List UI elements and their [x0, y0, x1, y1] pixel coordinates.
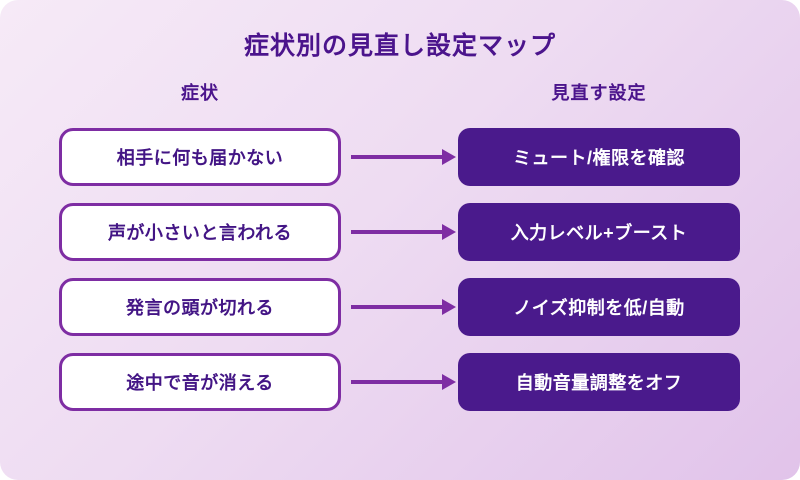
arrow-head: [442, 374, 456, 390]
arrow-line: [351, 155, 444, 159]
arrow-line: [351, 305, 444, 309]
symptom-box: 発言の頭が切れる: [59, 278, 341, 336]
right-arrow-icon: [341, 353, 458, 411]
column-header-setting: 見直す設定: [551, 83, 647, 103]
setting-box: 入力レベル+ブースト: [458, 203, 740, 261]
mapping-row: 発言の頭が切れる ノイズ抑制を低/自動: [59, 278, 740, 336]
mapping-row: 途中で音が消える 自動音量調整をオフ: [59, 353, 740, 411]
arrow-head: [442, 149, 456, 165]
mapping-row: 相手に何も届かない ミュート/権限を確認: [59, 128, 740, 186]
setting-box: ノイズ抑制を低/自動: [458, 278, 740, 336]
diagram-title: 症状別の見直し設定マップ: [243, 32, 556, 60]
arrow-head: [442, 224, 456, 240]
symptom-box: 声が小さいと言われる: [59, 203, 341, 261]
setting-box: ミュート/権限を確認: [458, 128, 740, 186]
symptom-box: 途中で音が消える: [59, 353, 341, 411]
right-arrow-icon: [341, 203, 458, 261]
setting-box: 自動音量調整をオフ: [458, 353, 740, 411]
arrow-head: [442, 299, 456, 315]
column-header-symptom: 症状: [181, 83, 219, 103]
mapping-rows: 相手に何も届かない ミュート/権限を確認 声が小さいと言われる 入力レベル+ブー…: [59, 128, 740, 428]
symptom-box: 相手に何も届かない: [59, 128, 341, 186]
mapping-row: 声が小さいと言われる 入力レベル+ブースト: [59, 203, 740, 261]
arrow-line: [351, 230, 444, 234]
right-arrow-icon: [341, 128, 458, 186]
right-arrow-icon: [341, 278, 458, 336]
arrow-line: [351, 380, 444, 384]
